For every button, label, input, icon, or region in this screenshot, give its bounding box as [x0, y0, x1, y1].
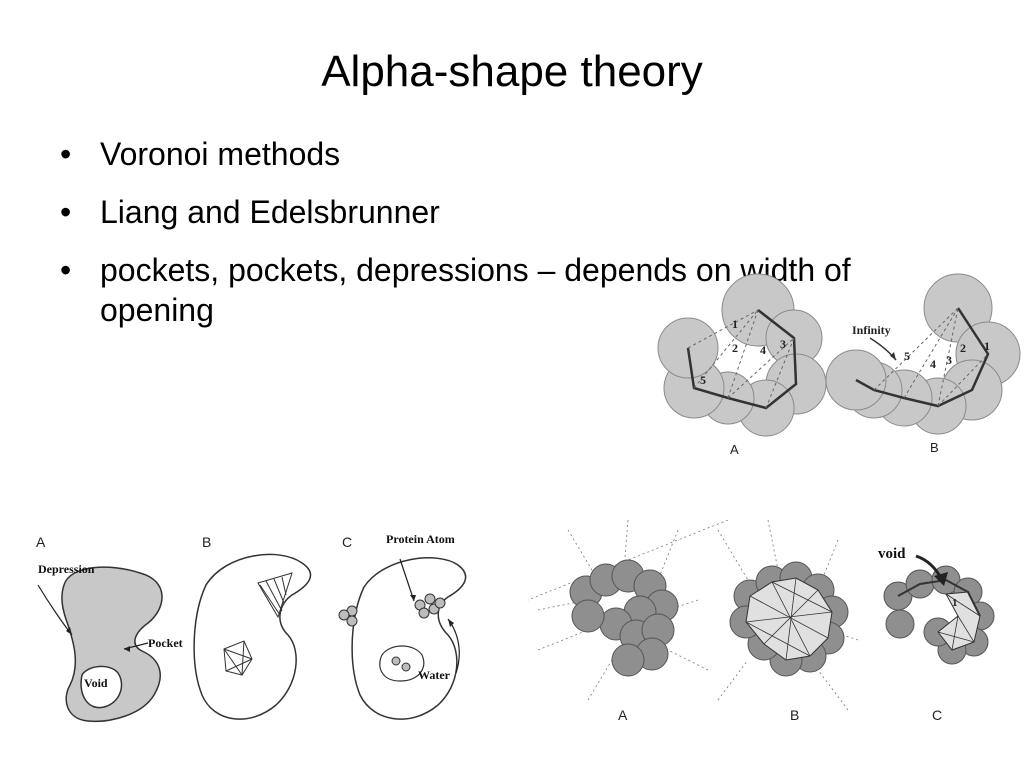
bullet-item: Voronoi methods: [60, 134, 910, 174]
panel-label-b: B: [790, 707, 799, 723]
panel-label-a: A: [618, 707, 628, 723]
panel-label-a: A: [730, 442, 739, 457]
panel-label-b: B: [930, 440, 939, 455]
void-number: 1: [952, 597, 958, 609]
path-number-b-2: 2: [960, 341, 966, 355]
depression-label: Depression: [38, 562, 95, 576]
depression-pocket-void-diagram: Depression Pocket Void Protein Atom Wate…: [36, 532, 467, 723]
void-label: Void: [84, 676, 108, 690]
water-label: Water: [418, 668, 451, 682]
panel-label-c: C: [932, 707, 942, 723]
panel-label-a: A: [36, 534, 46, 550]
bullet-item: pockets, pockets, depressions – depends …: [60, 250, 910, 330]
panel-label-c: C: [342, 534, 352, 550]
bullet-list: Voronoi methods Liang and Edelsbrunner p…: [60, 134, 910, 348]
path-number-b-1: 1: [984, 339, 990, 353]
figure-alpha-complex: void 1 A B C: [528, 520, 1024, 730]
infinity-label: Infinity: [852, 323, 891, 337]
slide-title: Alpha-shape theory: [321, 47, 703, 96]
alpha-complex-diagram: void 1 A B C: [528, 520, 995, 723]
void-label: void: [878, 546, 906, 562]
path-number-a-1: 1: [732, 317, 738, 331]
path-number-b-5: 5: [904, 349, 910, 363]
path-number-b-3: 3: [946, 353, 952, 367]
figure-pocket-spheres: 1 2 3 4 5 1 2 3 4 5 Infinity A B: [648, 268, 1024, 463]
path-number-a-3: 3: [780, 337, 786, 351]
pocket-label: Pocket: [148, 636, 183, 650]
path-number-a-4: 4: [760, 343, 766, 357]
protein-atom-label: Protein Atom: [386, 532, 455, 546]
panel-label-b: B: [202, 534, 211, 550]
path-number-a-2: 2: [732, 341, 738, 355]
pocket-spheres-diagram: 1 2 3 4 5 1 2 3 4 5 Infinity A B: [657, 273, 1021, 457]
path-number-b-4: 4: [930, 357, 936, 371]
path-number-a-5: 5: [700, 373, 706, 387]
figure-depression-pocket-void: Depression Pocket Void Protein Atom Wate…: [30, 525, 510, 730]
bullet-item: Liang and Edelsbrunner: [60, 192, 910, 232]
